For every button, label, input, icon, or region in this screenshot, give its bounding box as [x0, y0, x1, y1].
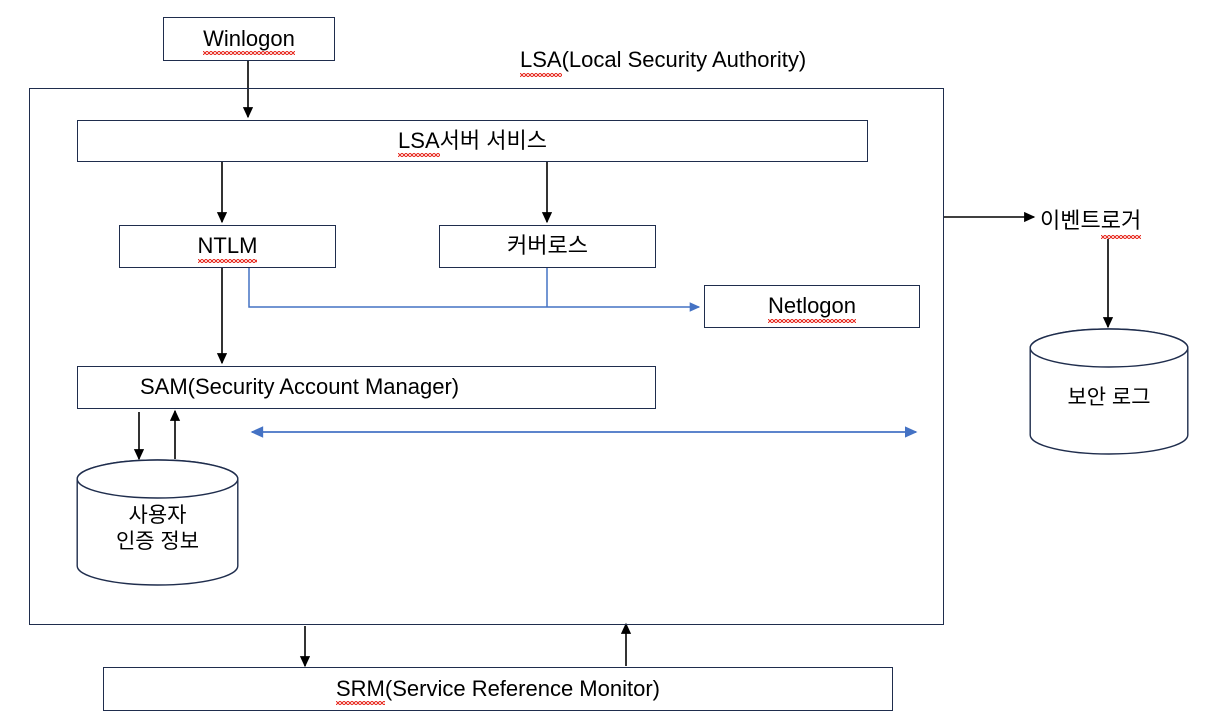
lsa-container — [29, 88, 944, 625]
node-lsa-server-service-label-misspelled: LSA — [398, 127, 440, 158]
node-sam-label: SAM(Security Account Manager) — [140, 374, 460, 400]
node-winlogon[interactable]: Winlogon — [163, 17, 335, 61]
lsa-container-title: LSA(Local Security Authority) — [520, 46, 860, 77]
node-netlogon-label: Netlogon — [767, 293, 857, 323]
node-security-log-store[interactable]: 보안 로그 — [1029, 328, 1189, 455]
event-logger-prefix: 이벤트 — [1040, 208, 1101, 233]
node-ntlm[interactable]: NTLM — [119, 225, 336, 268]
node-srm[interactable]: SRM(Service Reference Monitor) — [103, 667, 893, 711]
node-netlogon[interactable]: Netlogon — [704, 285, 920, 328]
node-srm-label-misspelled: SRM — [336, 675, 385, 706]
node-lsa-server-service-label-rest: 서버 서비스 — [439, 127, 547, 153]
node-kerberos-label: 커버로스 — [507, 233, 588, 259]
node-ntlm-label: NTLM — [197, 233, 258, 263]
node-winlogon-label: Winlogon — [203, 25, 295, 56]
node-event-logger[interactable]: 이벤트 로거 — [1040, 203, 1213, 239]
node-srm-label-rest: (Service Reference Monitor) — [384, 675, 660, 701]
event-logger-misspelled: 로거 — [1100, 203, 1142, 239]
lsa-title-rest: (Local Security Authority) — [561, 47, 807, 72]
node-kerberos[interactable]: 커버로스 — [439, 225, 656, 268]
node-lsa-server-service[interactable]: LSA 서버 서비스 — [77, 120, 868, 162]
node-user-credential-store[interactable]: 사용자 인증 정보 — [76, 459, 239, 586]
lsa-title-misspelled: LSA — [520, 47, 562, 77]
security-log-store-shape — [1029, 328, 1189, 455]
user-credential-store-shape — [76, 459, 239, 586]
node-sam[interactable]: SAM(Security Account Manager) — [77, 366, 656, 409]
